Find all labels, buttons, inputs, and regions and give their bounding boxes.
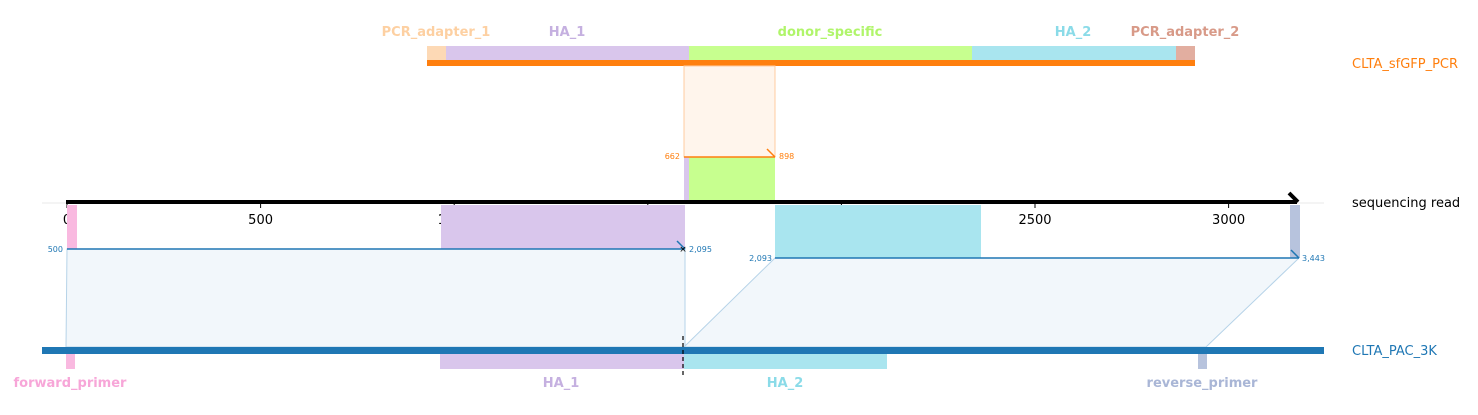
pcr-feature-donor-specific — [689, 46, 972, 62]
read-feature-ha-1 — [441, 205, 685, 249]
ref-right-alignment-arrowhead — [1290, 249, 1300, 259]
pcr-feature-ha-2 — [972, 46, 1176, 62]
ref-alignments: × 500 2,095 2,093 3,443 — [48, 240, 1325, 348]
read-features — [67, 205, 1300, 258]
read-track-arrowhead — [1287, 191, 1300, 204]
ref-track: forward_primer HA_1 HA_2 reverse_primer … — [14, 336, 1437, 391]
pcr-alignment-start: 662 — [665, 152, 680, 161]
read-feature-forward-primer — [67, 205, 77, 249]
read-axis-tick-label-6: 3000 — [1212, 213, 1245, 228]
ref-feature-label-ha-1: HA_1 — [543, 376, 580, 391]
ref-feature-ha-2 — [684, 350, 887, 369]
pcr-feature-label-donor-specific: donor_specific — [778, 25, 883, 40]
ref-right-alignment-end: 3,443 — [1302, 254, 1325, 263]
ref-feature-forward-primer — [66, 350, 75, 369]
ref-feature-label-forward-primer: forward_primer — [14, 376, 128, 391]
pcr-aligned-donor-slice — [689, 157, 775, 202]
ref-left-alignment-band — [65, 248, 686, 348]
ref-left-alignment-arrowhead — [676, 240, 686, 250]
pcr-feature-pcr-adapter-1 — [427, 46, 446, 62]
pcr-alignment-band — [683, 65, 776, 158]
pcr-alignment-end: 898 — [779, 152, 794, 161]
ref-feature-ha-1 — [440, 350, 684, 369]
pcr-track-bar — [427, 60, 1195, 66]
ref-right-alignment-start: 2,093 — [749, 254, 772, 263]
pcr-feature-label-pcr-adapter-1: PCR_adapter_1 — [382, 25, 491, 40]
ref-left-crossover-mark: × — [679, 245, 687, 255]
read-axis-tick-label-1: 500 — [248, 213, 273, 228]
pcr-feature-label-pcr-adapter-2: PCR_adapter_2 — [1131, 25, 1240, 40]
ref-right-alignment-band — [682, 257, 1301, 348]
ref-track-label: CLTA_PAC_3K — [1352, 344, 1437, 359]
read-axis-tick-label-5: 2500 — [1018, 213, 1051, 228]
read-feature-reverse-primer — [1290, 205, 1300, 258]
pcr-feature-label-ha-2: HA_2 — [1055, 25, 1092, 40]
pcr-feature-label-ha-1: HA_1 — [549, 25, 586, 40]
ref-left-alignment-end: 2,095 — [689, 245, 712, 254]
read-track-label: sequencing read — [1352, 196, 1460, 211]
pcr-feature-ha-1 — [446, 46, 689, 62]
pcr-feature-pcr-adapter-2 — [1176, 46, 1195, 62]
ref-feature-label-ha-2: HA_2 — [767, 376, 804, 391]
pcr-alignment: 662 898 — [665, 65, 794, 202]
read-feature-ha-2 — [775, 205, 981, 258]
ref-feature-reverse-primer — [1198, 350, 1207, 369]
pcr-alignment-arrowhead — [766, 148, 776, 158]
pcr-aligned-ha-1-slice — [684, 157, 689, 202]
ref-feature-label-reverse-primer: reverse_primer — [1147, 376, 1259, 391]
ref-left-alignment-start: 500 — [48, 245, 63, 254]
pcr-track: PCR_adapter_1 HA_1 donor_specific HA_2 P… — [382, 25, 1458, 72]
pcr-track-label: CLTA_sfGFP_PCR — [1352, 57, 1458, 72]
